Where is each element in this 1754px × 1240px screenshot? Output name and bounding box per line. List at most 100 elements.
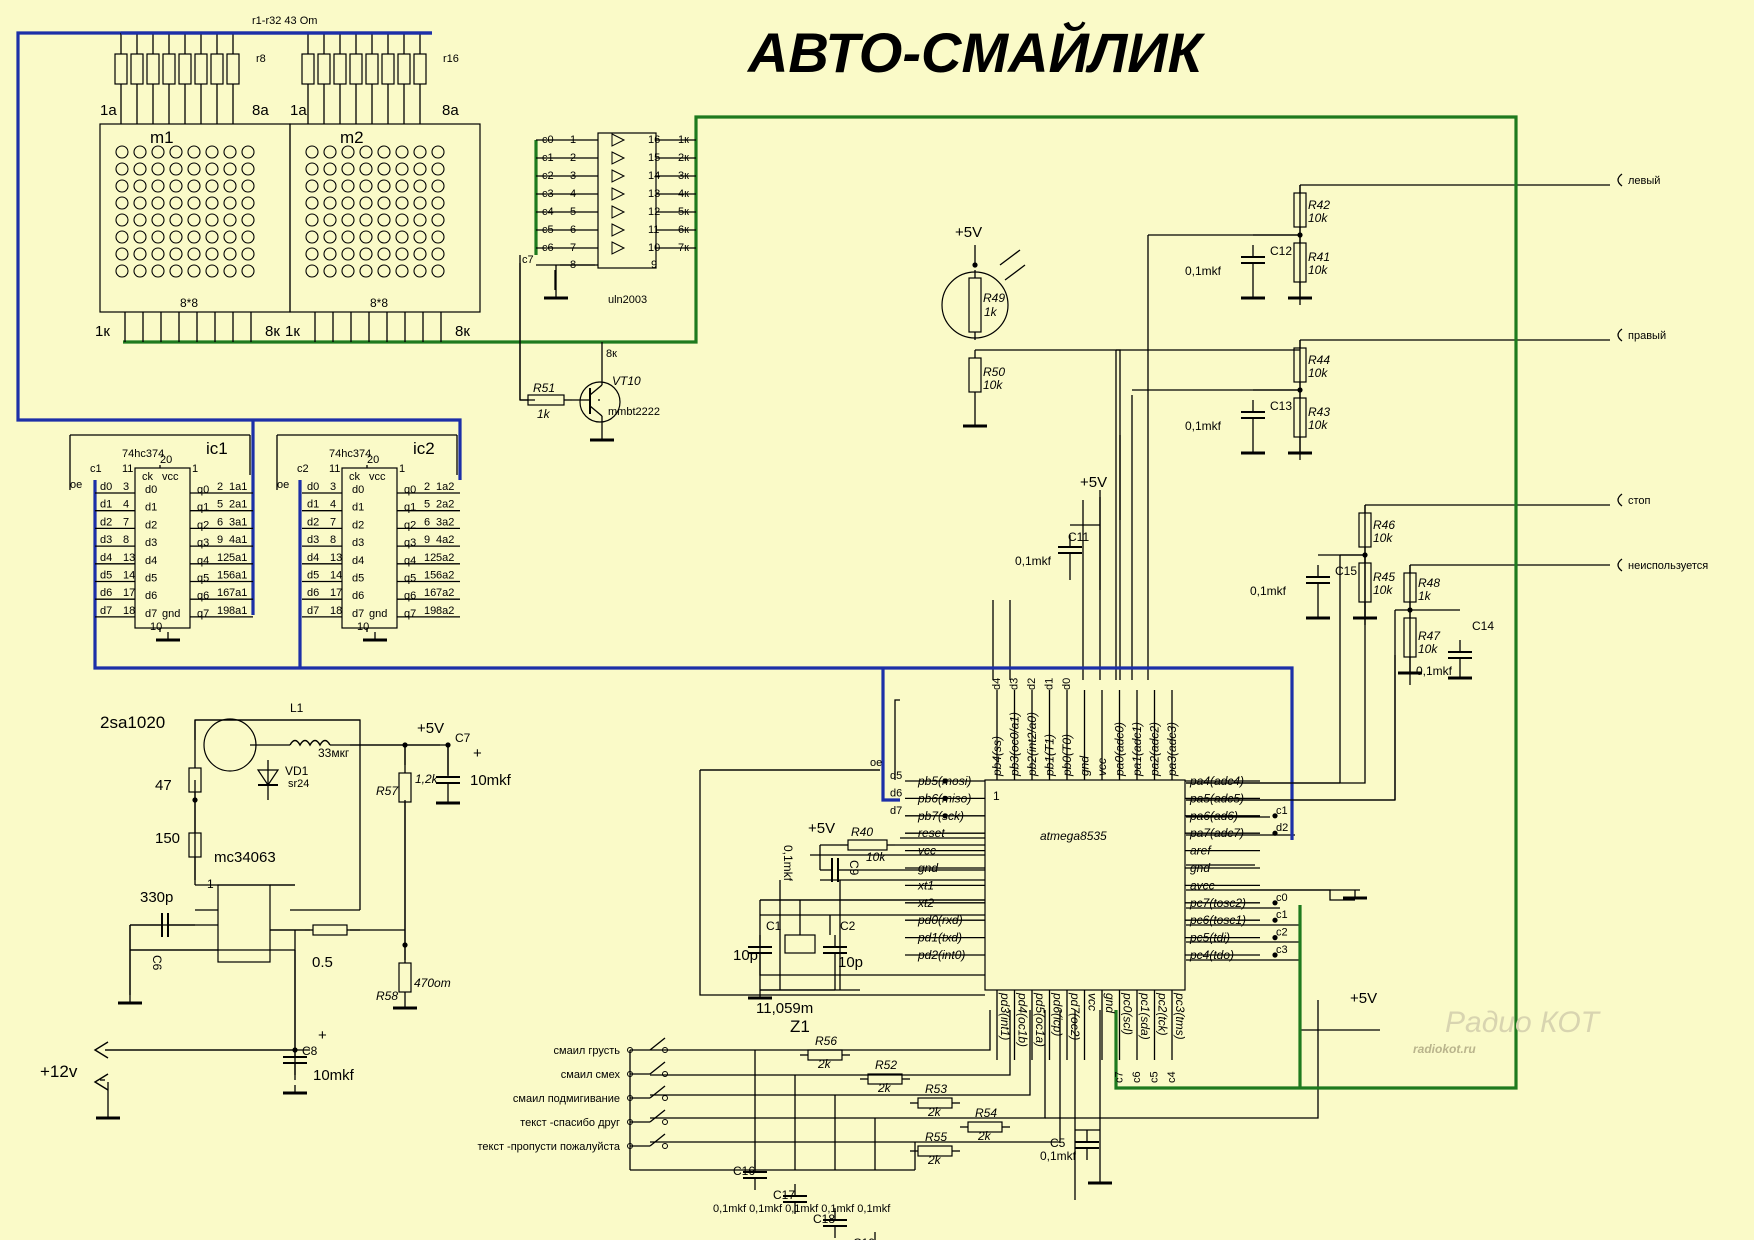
res-array-resistor [130, 53, 144, 85]
latch-q-pin: q1 [197, 502, 209, 514]
button-switch[interactable] [649, 1085, 666, 1099]
led [413, 179, 427, 193]
mcu-bottom-pin: pd7(oc2) [1068, 992, 1082, 1040]
junction-dot [942, 778, 948, 784]
latch-part: 74hc374 [329, 448, 371, 460]
psu-r2: 150 [155, 830, 180, 847]
button-label: смаил смех [561, 1069, 621, 1081]
psu-c7-val: 10mkf [470, 772, 512, 789]
latch-q-pin: q1 [404, 502, 416, 514]
res-array-resistor [194, 53, 208, 85]
c11-ref: C11 [1068, 530, 1089, 544]
button-contact[interactable] [662, 1119, 668, 1125]
latch-out-pin: 15 [217, 570, 229, 582]
matrix-anode-last: 8а [442, 102, 459, 119]
button-contact[interactable] [662, 1095, 668, 1101]
psu-c7: C7 [455, 731, 471, 745]
button-contact[interactable] [662, 1047, 668, 1053]
c2-val: 10p [838, 954, 863, 971]
sensor-input-label: правый [1628, 330, 1666, 342]
latch-clk-net: c1 [90, 463, 102, 475]
led [431, 213, 445, 227]
led [431, 179, 445, 193]
led [133, 162, 147, 176]
button-res-ref: R52 [875, 1058, 897, 1072]
led [187, 247, 201, 261]
page-title: АВТО-СМАЙЛИК [746, 21, 1206, 84]
psu-plus: + [473, 745, 482, 762]
button-switch[interactable] [649, 1133, 666, 1147]
mcu-top-net: d0 [1061, 678, 1073, 690]
sensor-input-label: неиспользуется [1628, 560, 1708, 572]
res-array-resistor [301, 53, 315, 85]
r47-ref: R47 [1418, 629, 1441, 643]
led [187, 145, 201, 159]
led [187, 213, 201, 227]
r46-val: 10k [1373, 531, 1393, 545]
psu-vd1-part: sr24 [288, 778, 309, 790]
psu-r1: 47 [155, 777, 172, 794]
c12-ref: C12 [1270, 244, 1292, 258]
led [133, 196, 147, 210]
mc34063-body [217, 884, 271, 963]
led [341, 264, 355, 278]
led [187, 264, 201, 278]
res-array-resistor [365, 53, 379, 85]
matrix-anode-last: 8а [252, 102, 269, 119]
latch-d-pin: d2 [145, 519, 157, 531]
res-array-resistor [349, 53, 363, 85]
led [223, 162, 237, 176]
button-res-val: 2k [817, 1057, 832, 1071]
latch-out-label: 6a2 [436, 570, 454, 582]
latch-in-pin: 18 [330, 605, 342, 617]
mcu-bottom-pin: gnd [1103, 993, 1117, 1013]
matrix-size: 8*8 [370, 296, 388, 310]
led [413, 162, 427, 176]
mcu-bottom-net: c7 [1114, 1071, 1126, 1083]
button-switch[interactable] [649, 1109, 666, 1123]
psu-r57-val: 1,2k [415, 772, 439, 786]
mcu-bottom-pin: vcc [1086, 993, 1100, 1011]
led [377, 247, 391, 261]
latch-d-label: d3 [100, 534, 112, 546]
led [151, 230, 165, 244]
led [241, 213, 255, 227]
latch-d-pin: d6 [352, 590, 364, 602]
latch-q-pin: q4 [197, 555, 209, 567]
c13-ref: C13 [1270, 399, 1292, 413]
latch-d-label: d4 [100, 552, 112, 564]
vcc-label-mcu: +5V [1080, 474, 1107, 491]
mcu-bottom-pin: pd3(int1) [998, 992, 1012, 1040]
latch-d-pin: d1 [145, 502, 157, 514]
led [359, 264, 373, 278]
led [169, 247, 183, 261]
led [133, 213, 147, 227]
latch-d-label: d1 [307, 499, 319, 511]
psu-pin1: 1 [207, 877, 214, 891]
r41-val: 10k [1308, 263, 1328, 277]
latch-out-label: 3a2 [436, 516, 454, 528]
latch-d-pin: d5 [352, 573, 364, 585]
latch-d-pin: d3 [145, 537, 157, 549]
r43-ref: R43 [1308, 405, 1330, 419]
latch-d-label: d2 [307, 516, 319, 528]
button-contact[interactable] [662, 1071, 668, 1077]
led [151, 179, 165, 193]
led [187, 162, 201, 176]
psu-ctrl: mc34063 [214, 849, 276, 866]
latch-q-pin: q5 [197, 573, 209, 585]
latch-oe-pin: 1 [192, 463, 198, 475]
latch-ck-pin: 11 [329, 463, 340, 475]
uln-out-pin: 12 [648, 206, 660, 218]
junction-dot [972, 262, 978, 268]
psu-r57 [398, 772, 412, 803]
button-contact[interactable] [662, 1143, 668, 1149]
latch-gnd: gnd [369, 608, 387, 620]
latch-gnd-pin: 10 [150, 621, 162, 633]
button-switch[interactable] [649, 1061, 666, 1075]
led [169, 264, 183, 278]
latch-name: ic2 [413, 439, 435, 458]
latch-out-label: 1a1 [229, 481, 247, 493]
latch-q-pin: q0 [404, 484, 416, 496]
button-switch[interactable] [649, 1037, 666, 1051]
